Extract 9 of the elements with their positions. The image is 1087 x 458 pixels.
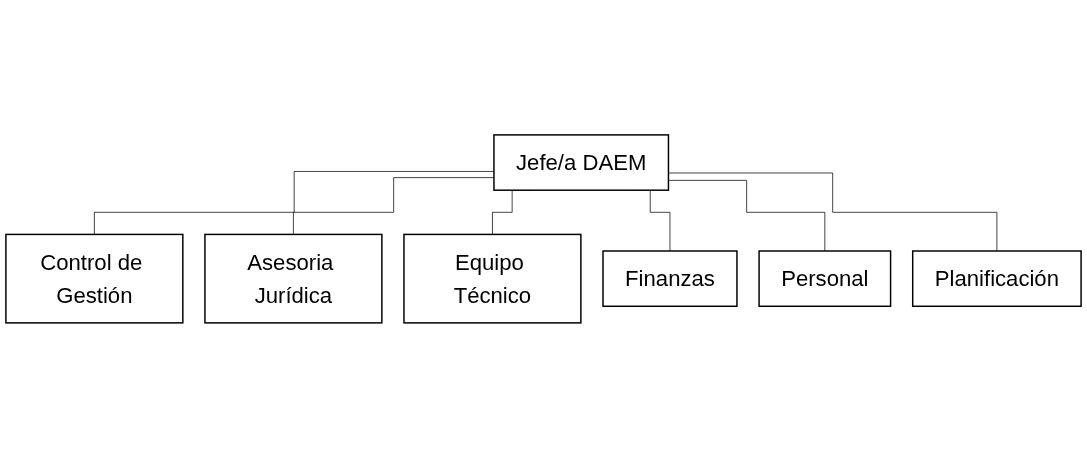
node-box: Equipo Técnico <box>403 233 582 324</box>
node-box: Asesoria Jurídica <box>204 233 383 324</box>
node-box: Finanzas <box>602 250 738 308</box>
node-box: Planificación <box>911 250 1082 308</box>
node-box: Personal <box>758 250 892 308</box>
node-box: Control de Gestión <box>5 233 184 324</box>
connector <box>668 172 998 252</box>
node-box: Jefe/a DAEM <box>493 134 670 192</box>
connector <box>668 180 826 252</box>
